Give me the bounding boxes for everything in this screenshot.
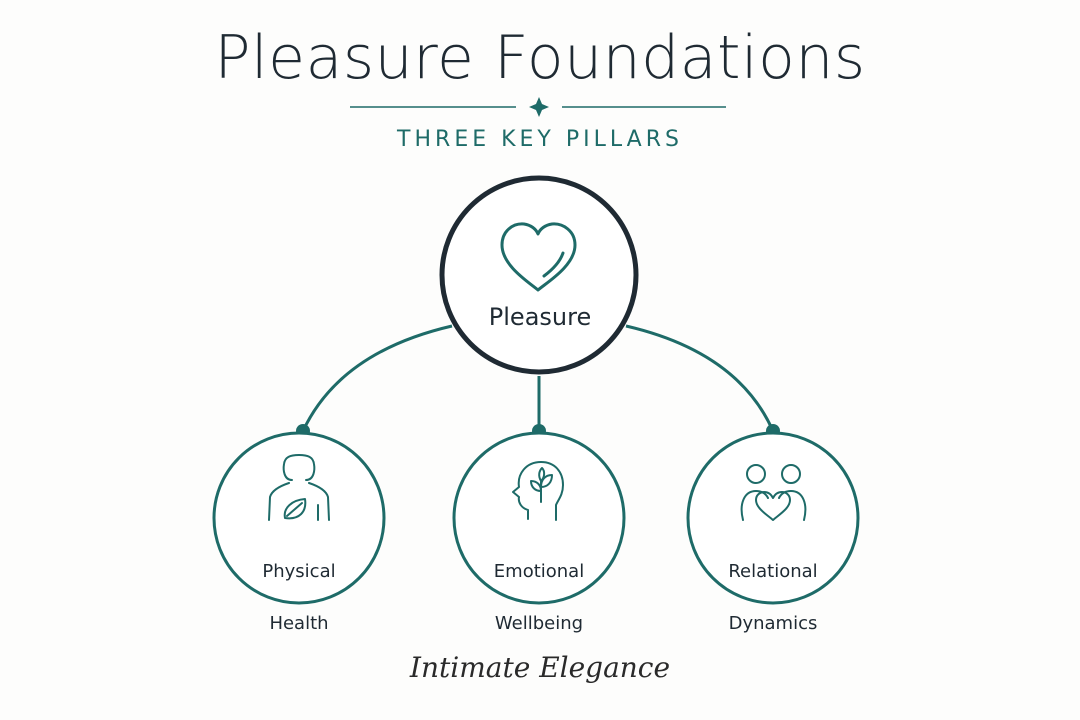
pillar-label-line: Health: [269, 613, 329, 634]
brand-signature: Intimate Elegance: [409, 651, 671, 684]
person-leaf-icon: [268, 454, 330, 521]
pillar-label-emotional: Emotional Wellbeing: [454, 533, 624, 663]
head-sprout-icon: [512, 461, 564, 521]
pillar-circle-physical: [212, 431, 386, 605]
heart-icon: [500, 222, 577, 292]
pillar-emotional: [452, 431, 626, 605]
pillar-label-line: Relational: [728, 561, 818, 582]
center-label: Pleasure: [488, 303, 592, 331]
pillar-label-line: Wellbeing: [494, 613, 584, 634]
pillar-label-line: Physical: [262, 561, 336, 582]
pillar-circle-emotional: [452, 431, 626, 605]
pillar-label-relational: Relational Dynamics: [688, 533, 858, 663]
pillar-relational: [686, 431, 860, 605]
pillar-label-physical: Physical Health: [214, 533, 384, 663]
sparkle-icon: [529, 97, 549, 117]
page-subtitle: THREE KEY PILLARS: [397, 127, 683, 152]
center-circle: [439, 175, 639, 375]
title-divider: [350, 97, 726, 117]
pillar-label-line: Emotional: [493, 561, 585, 582]
center-node: [439, 175, 639, 375]
pillar-circle-relational: [686, 431, 860, 605]
connector-left: [301, 324, 453, 432]
connector-right: [625, 324, 775, 432]
pillar-physical: [212, 431, 386, 605]
page-title: Pleasure Foundations: [214, 23, 866, 93]
couple-heart-icon: [740, 464, 807, 521]
pillar-label-line: Dynamics: [728, 613, 818, 634]
connectors: [301, 324, 775, 432]
